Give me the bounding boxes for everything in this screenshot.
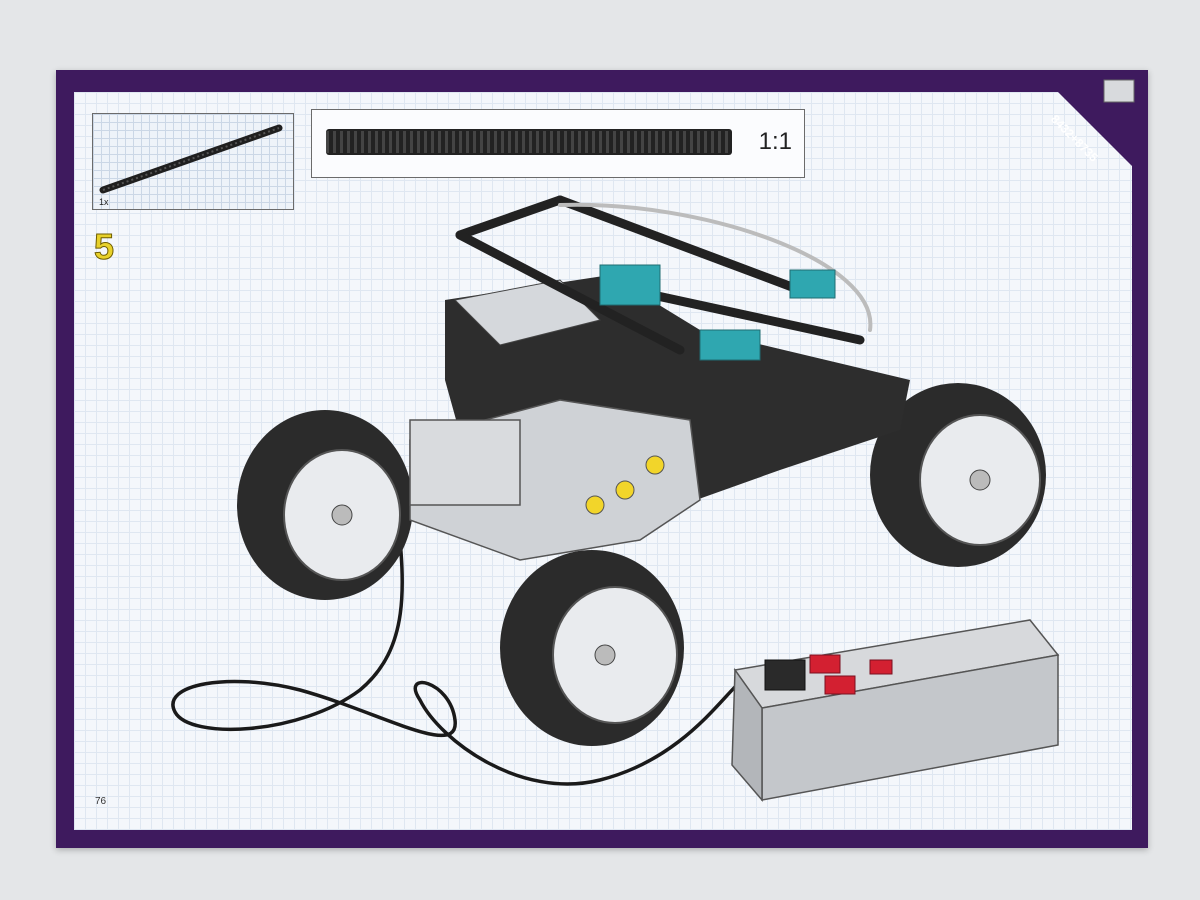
step-number: 5	[93, 226, 115, 268]
switch-red	[809, 654, 841, 674]
wheel-rear-left	[237, 410, 413, 600]
set-number-corner	[1036, 70, 1148, 182]
wheel-front-left	[500, 550, 684, 746]
chassis	[409, 275, 910, 561]
axle-part-icon	[99, 124, 283, 194]
roll-cage	[455, 195, 873, 355]
power-cable	[171, 479, 742, 786]
scale-label: 1:1	[758, 128, 792, 155]
parts-quantity: 1x	[99, 197, 109, 207]
teal-part	[599, 264, 661, 306]
scale-callout: 1:1	[311, 109, 805, 178]
parts-callout: 1x	[92, 113, 294, 210]
scale-axle-icon	[326, 129, 732, 155]
battery-box	[731, 619, 1060, 803]
wheel-front-right	[870, 383, 1046, 567]
page-number: 76	[95, 796, 107, 807]
